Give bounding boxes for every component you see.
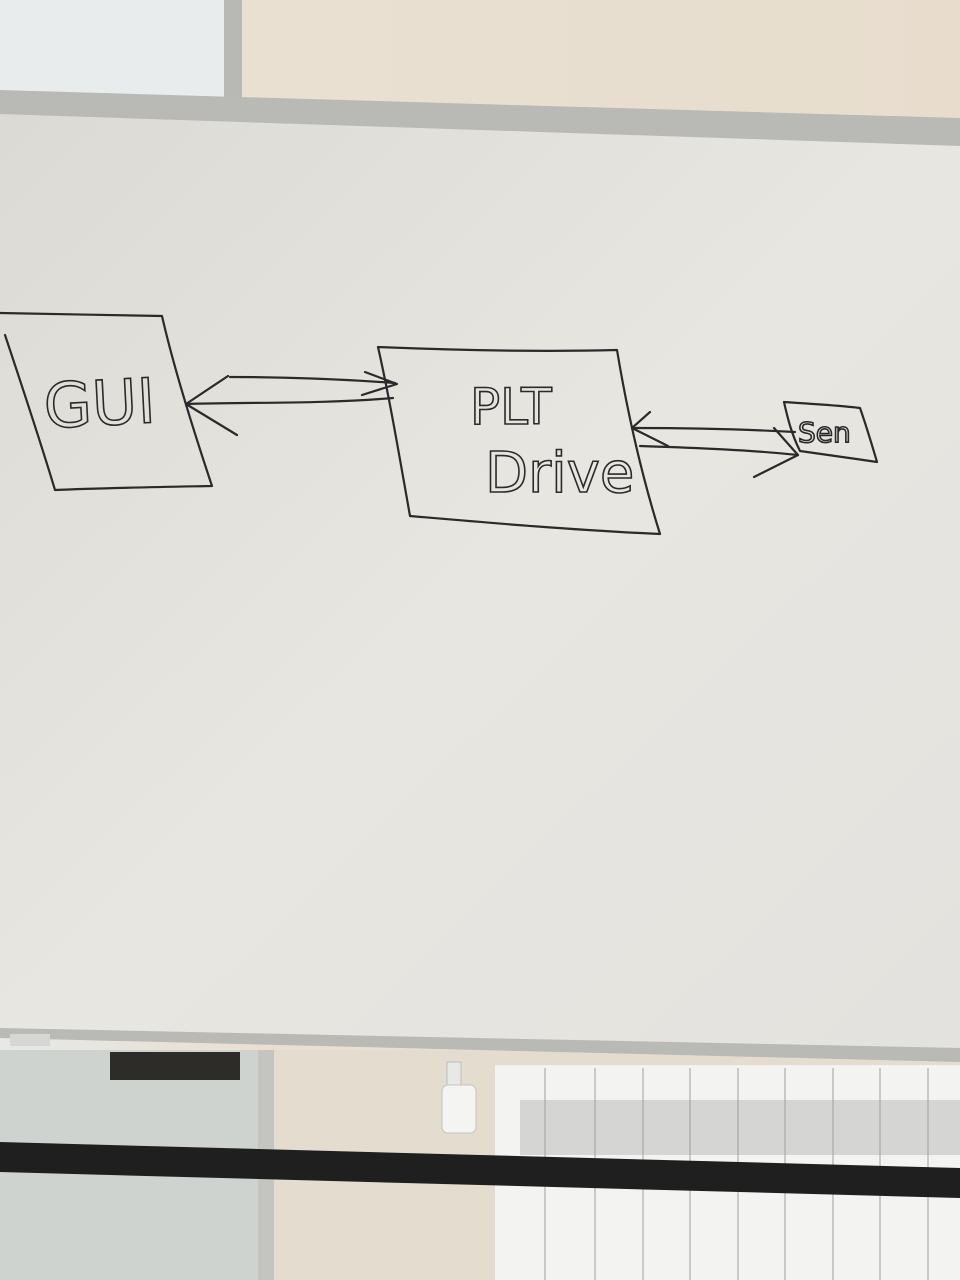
plt-label-line1: PLT [470,378,552,436]
gui-box [0,311,214,492]
plt-label-line2: Drive [485,441,634,506]
arrow-plt-sensor [630,410,800,479]
board-surface [0,114,960,1048]
window-frame [224,0,242,100]
window [0,0,228,100]
plt-drive-box [376,345,662,536]
shelf-item [110,1052,240,1080]
sensor-label: Sen [798,416,851,449]
gui-label: GUI [42,364,157,443]
stand-rail [0,1142,960,1198]
radiator-valve [441,1061,477,1134]
arrow-gui-plt [184,370,399,437]
board-tray-label [10,1034,50,1046]
sensor-box [782,400,879,464]
